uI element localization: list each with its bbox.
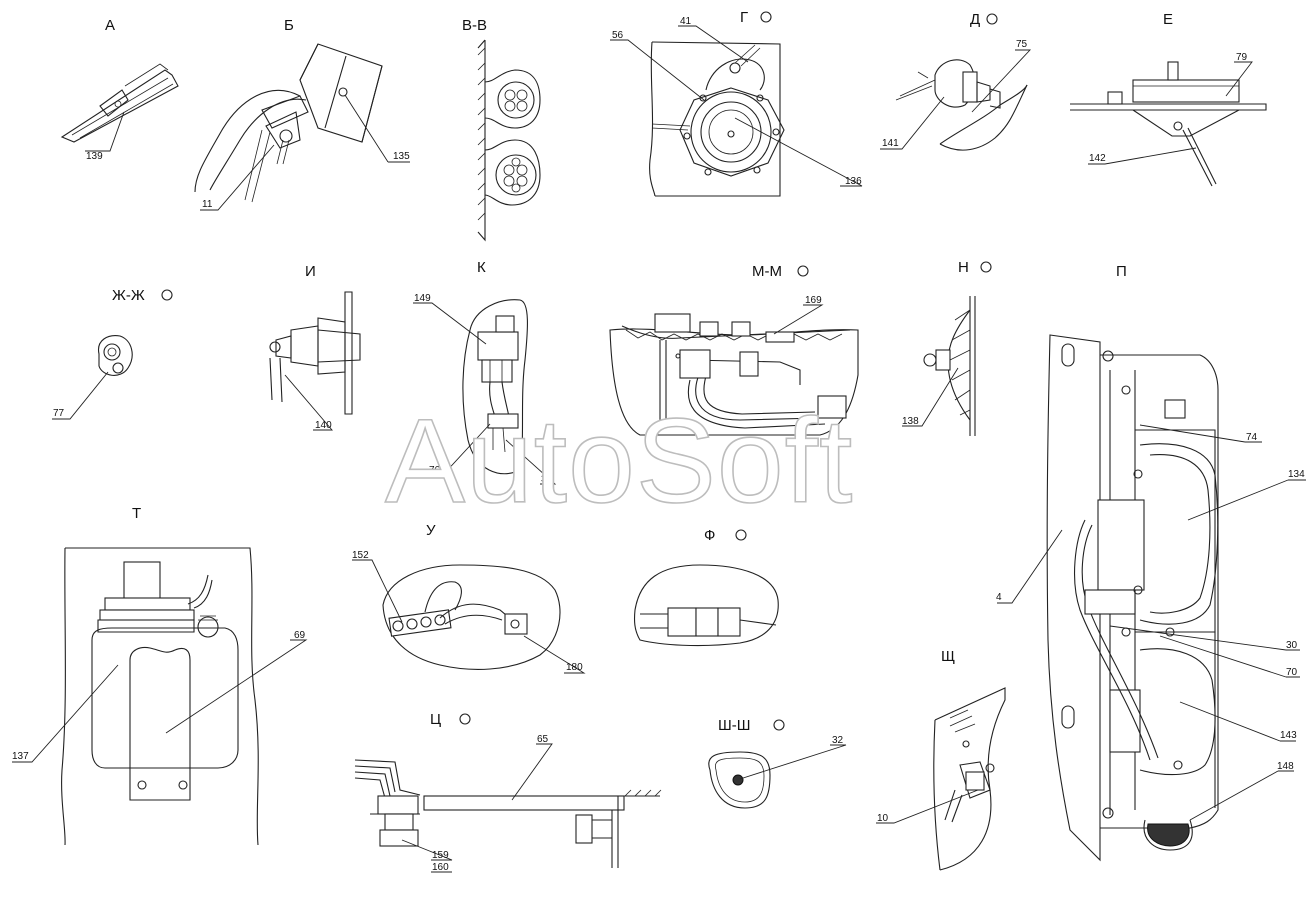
view-label-e: Е: [1163, 11, 1173, 28]
view-label-shsh: Ш-Ш: [718, 717, 751, 734]
callout-77: 77: [53, 408, 65, 419]
callout-70: 70: [1286, 667, 1298, 678]
view-label-f: Ф: [704, 527, 715, 544]
view-label-zhzh: Ж-Ж: [112, 287, 145, 304]
callout-148: 148: [1277, 761, 1294, 772]
callout-76: 76: [429, 465, 441, 476]
view-vv-drawing: [477, 39, 541, 242]
rotation-mark-icon: [735, 529, 747, 541]
callout-138: 138: [902, 416, 919, 427]
callout-10: 10: [877, 813, 889, 824]
view-g-drawing: [649, 41, 785, 197]
callout-160: 160: [432, 862, 449, 873]
callout-75: 75: [1016, 39, 1028, 50]
view-u-drawing: [382, 564, 561, 670]
view-d-drawing: [895, 59, 1028, 151]
view-a-drawing: [60, 63, 179, 143]
view-n-drawing: [923, 296, 976, 436]
rotation-mark-icon: [459, 713, 471, 725]
callout-169: 169: [805, 295, 822, 306]
rotation-mark-icon: [760, 11, 772, 23]
view-shch-drawing: [933, 687, 1006, 871]
view-t-drawing: [61, 547, 259, 846]
callout-142: 142: [1089, 153, 1106, 164]
view-label-a: А: [105, 17, 115, 34]
view-b-drawing: [194, 43, 383, 203]
callout-56: 56: [612, 30, 624, 41]
callout-139: 139: [86, 151, 103, 162]
callout-134: 134: [1288, 469, 1305, 480]
view-label-u: У: [426, 522, 436, 539]
view-mm-drawing: [609, 313, 859, 436]
view-label-n: Н: [958, 259, 969, 276]
rotation-mark-icon: [161, 289, 173, 301]
view-label-k: К: [477, 259, 486, 276]
view-label-p: П: [1116, 263, 1127, 280]
view-label-g: Г: [740, 9, 748, 26]
callout-69: 69: [294, 630, 306, 641]
view-p-drawing: [1046, 334, 1219, 862]
rotation-mark-icon: [980, 261, 992, 273]
callout-135: 135: [393, 151, 410, 162]
callout-136: 136: [845, 176, 862, 187]
view-label-mm: М-М: [752, 263, 782, 280]
callout-65: 65: [537, 734, 549, 745]
callout-4: 4: [996, 592, 1002, 603]
view-ts-drawing: [354, 759, 662, 868]
callout-41: 41: [680, 16, 692, 27]
view-e-drawing: [1070, 61, 1267, 187]
callout-74: 74: [1246, 432, 1258, 443]
callout-140: 140: [315, 420, 332, 431]
view-label-shch: Щ: [941, 648, 955, 665]
callout-159: 159: [432, 850, 449, 861]
callout-180: 180: [566, 662, 583, 673]
callout-36: 36: [541, 474, 553, 485]
view-label-vv: В-В: [462, 17, 487, 34]
callout-137: 137: [12, 751, 29, 762]
callout-143: 143: [1280, 730, 1297, 741]
callout-79: 79: [1236, 52, 1248, 63]
view-label-i: И: [305, 263, 316, 280]
view-zhzh-drawing: [98, 335, 133, 376]
callout-32: 32: [832, 735, 844, 746]
view-f-drawing: [633, 564, 779, 647]
rotation-mark-icon: [797, 265, 809, 277]
rotation-mark-icon: [986, 13, 998, 25]
view-label-d: Д: [970, 11, 980, 28]
view-k-drawing: [462, 299, 528, 475]
view-label-t: Т: [132, 505, 141, 522]
view-shsh-drawing: [708, 751, 771, 809]
callout-149: 149: [414, 293, 431, 304]
callout-30: 30: [1286, 640, 1298, 651]
callout-141: 141: [882, 138, 899, 149]
view-label-ts: Ц: [430, 711, 441, 728]
rotation-mark-icon: [773, 719, 785, 731]
callouts: 139 11 135 56 41 136 75 141 79 142 77 14…: [12, 16, 1306, 873]
callout-152: 152: [352, 550, 369, 561]
view-i-drawing: [269, 291, 361, 415]
callout-11: 11: [202, 199, 213, 210]
view-label-b: Б: [284, 17, 294, 34]
watermark-text: AutoSoft: [385, 394, 853, 528]
